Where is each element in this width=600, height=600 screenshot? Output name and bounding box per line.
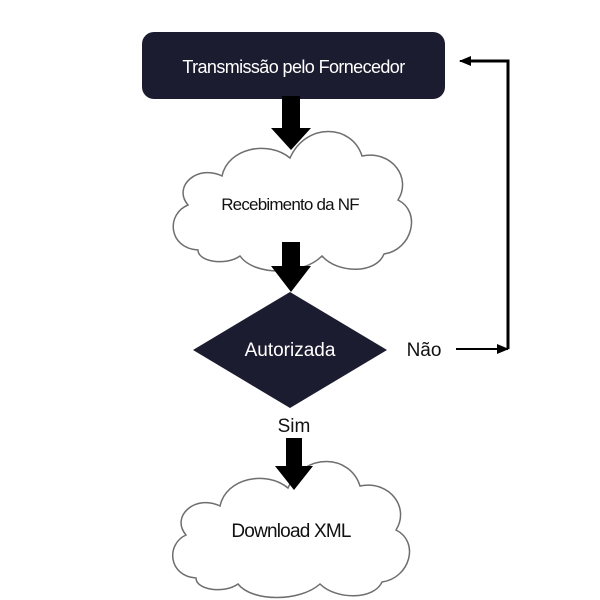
receive-label: Recebimento da NF [221, 195, 359, 214]
decision-diamond [193, 292, 387, 408]
down-arrow-decision-to-download [275, 438, 313, 490]
start-label: Transmissão pelo Fornecedor [182, 57, 405, 77]
download-label: Download XML [231, 521, 351, 542]
yes-label: Sim [277, 416, 311, 437]
down-arrow-receive-to-decision [271, 242, 311, 292]
loop-line [466, 59, 510, 349]
no-label: Não [406, 340, 442, 361]
down-arrow-start-to-receive [271, 96, 311, 150]
download-cloud [172, 460, 411, 599]
start-box [142, 32, 445, 99]
decision-label: Autorizada [244, 340, 336, 361]
